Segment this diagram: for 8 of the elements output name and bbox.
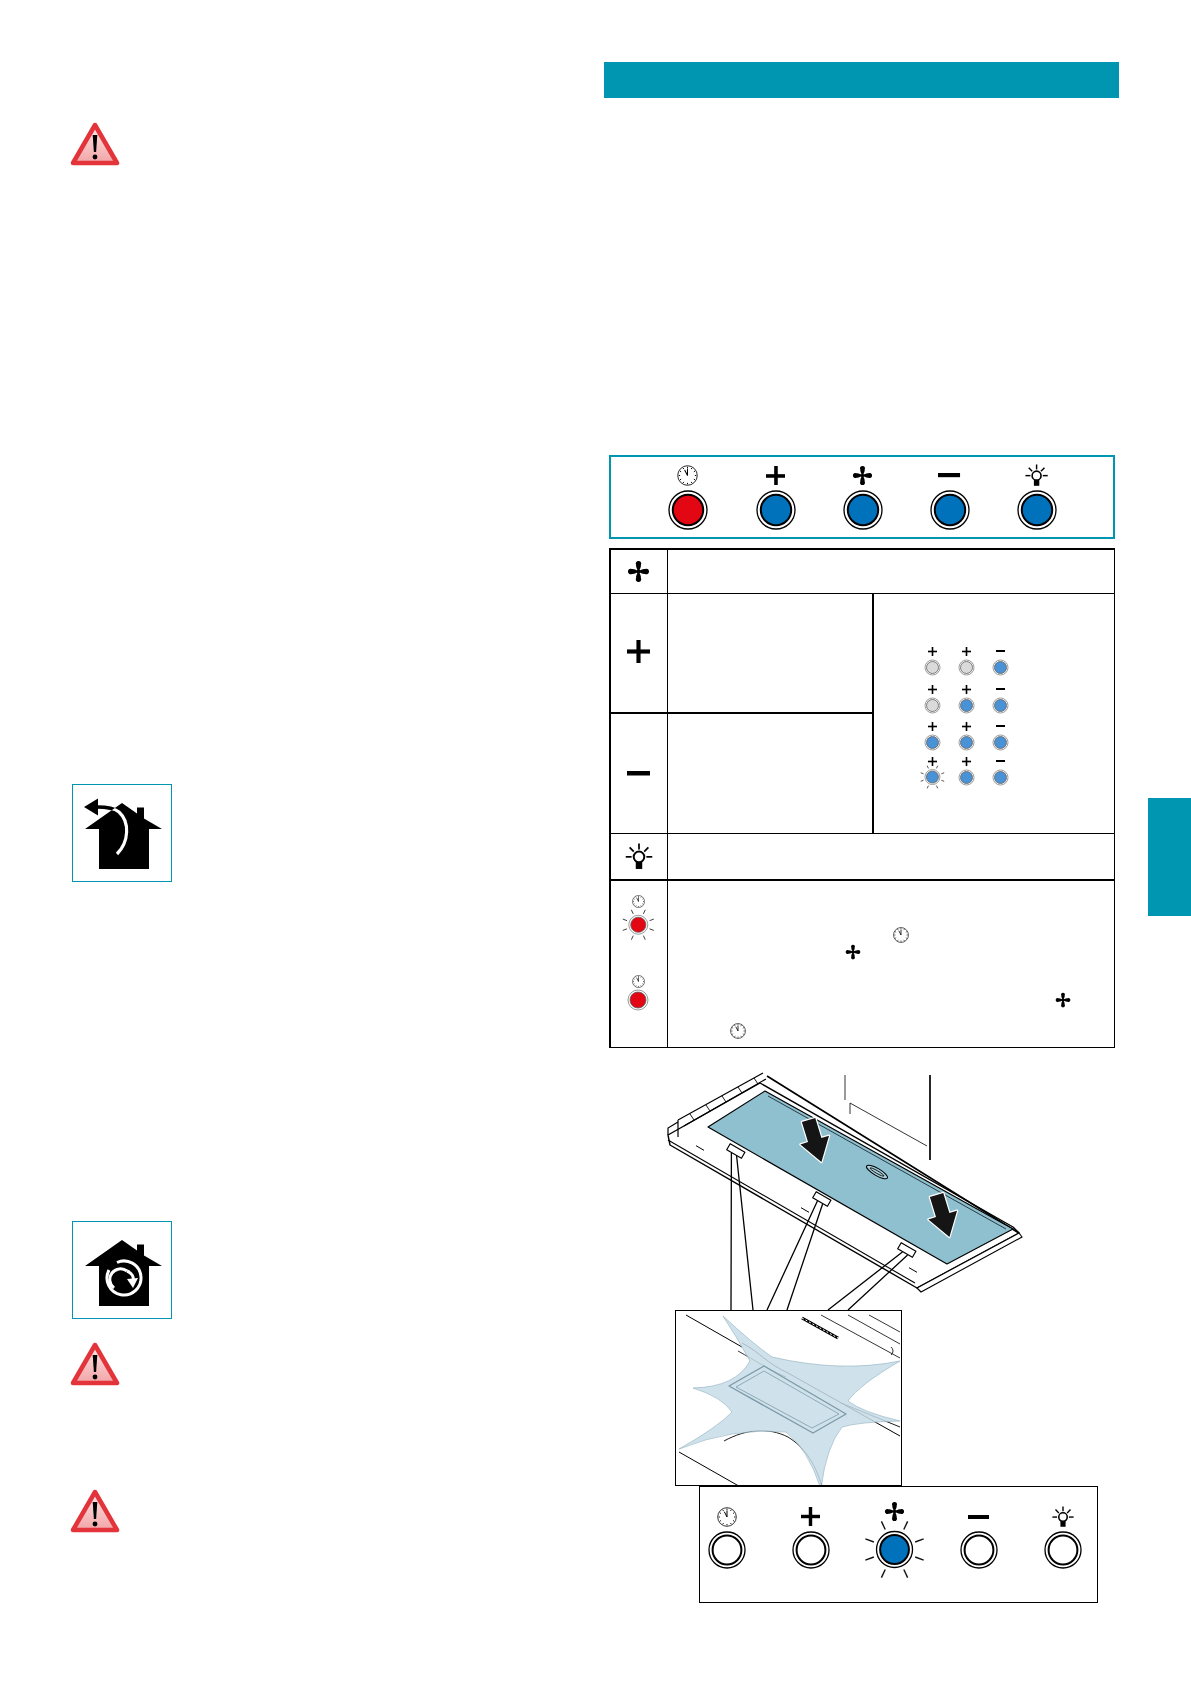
filter-clip [897,1242,917,1258]
filter-clip [726,1143,746,1159]
section-tab [1148,798,1191,916]
detail-inset [675,1310,902,1486]
leader-line [730,1152,754,1311]
leader-line [766,1200,824,1311]
leader-line [827,1251,909,1311]
filter-clip [812,1191,832,1207]
